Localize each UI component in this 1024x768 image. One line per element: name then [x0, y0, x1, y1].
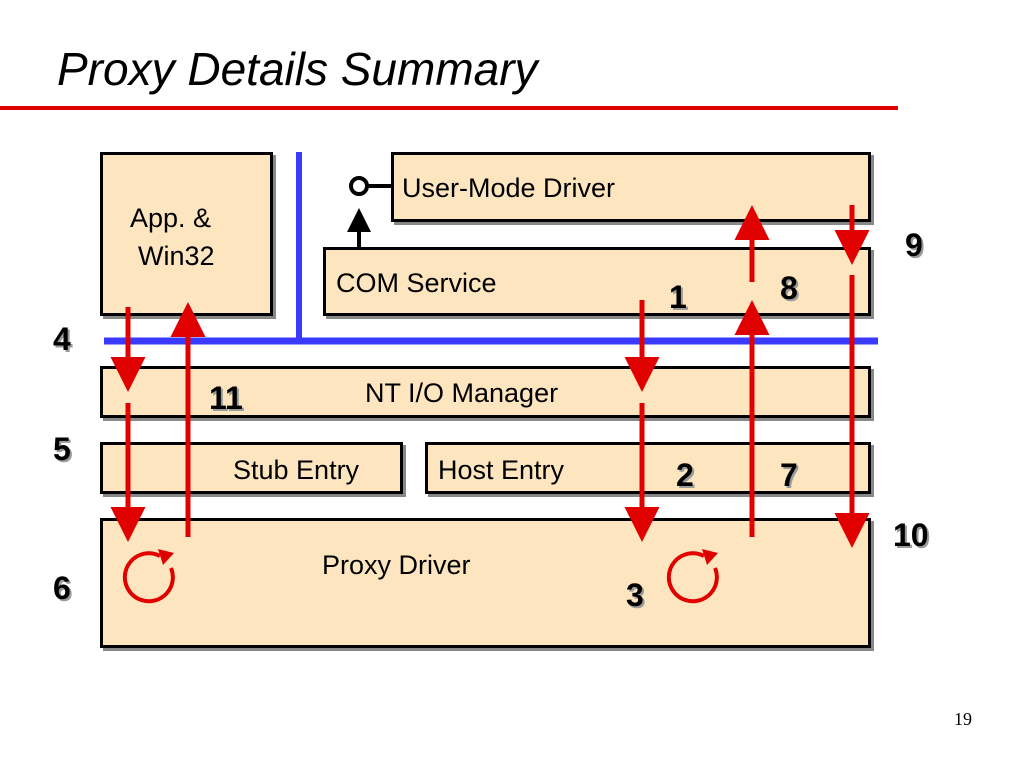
host-entry-label: Host Entry	[438, 455, 565, 485]
step-4: 4	[53, 321, 71, 357]
app-win32-box	[100, 152, 273, 316]
proxy-driver-box	[100, 518, 871, 648]
step-11: 11	[209, 380, 243, 416]
app-label-line2: Win32	[138, 241, 215, 271]
step-8: 8	[780, 270, 798, 306]
io-manager-box	[100, 366, 871, 418]
step-9: 9	[905, 227, 923, 263]
stub-entry-label: Stub Entry	[233, 455, 360, 485]
page-number: 19	[954, 709, 972, 729]
connector-socket-icon	[349, 176, 369, 196]
step-1: 1	[669, 279, 687, 315]
com-service-box	[323, 247, 871, 316]
app-label-line1: App. &	[130, 203, 212, 233]
step-6: 6	[53, 570, 71, 606]
slide-title: Proxy Details Summary	[57, 43, 538, 95]
step-2: 2	[676, 457, 694, 493]
stub-entry-box	[100, 442, 403, 494]
step-7: 7	[780, 457, 798, 493]
user-mode-driver-label: User-Mode Driver	[402, 173, 616, 203]
io-manager-label: NT I/O Manager	[365, 378, 559, 408]
title-underline	[0, 106, 898, 110]
processing-loop-icon	[666, 551, 719, 604]
host-entry-box	[425, 442, 871, 494]
processing-loop-icon	[122, 551, 175, 604]
step-3: 3	[626, 577, 644, 613]
com-service-label: COM Service	[336, 268, 497, 298]
step-5: 5	[53, 431, 71, 467]
step-10: 10	[893, 517, 929, 553]
user-mode-driver-box	[391, 152, 871, 222]
proxy-driver-label: Proxy Driver	[322, 550, 471, 580]
